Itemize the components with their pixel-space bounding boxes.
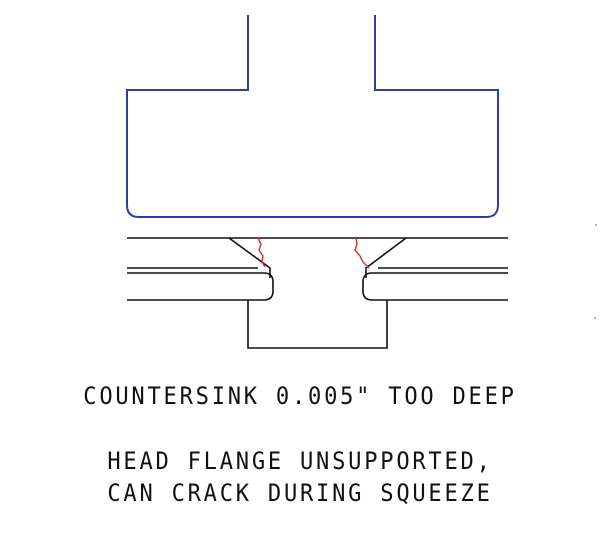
- bottom-sheet-right: [362, 272, 508, 301]
- crack-left: [257, 237, 266, 268]
- countersink-left-wall: [228, 237, 271, 278]
- diagram-note-line-2: CAN CRACK DURING SQUEEZE: [107, 479, 493, 507]
- diagram-title: COUNTERSINK 0.005" TOO DEEP: [83, 382, 517, 410]
- scan-speck: [595, 224, 597, 226]
- crack-right: [354, 237, 370, 269]
- top-sheet: [127, 237, 508, 269]
- rivet-head: [228, 237, 407, 278]
- rivet-set-outline: [126, 15, 499, 218]
- scan-speck: [594, 317, 596, 319]
- rivet-shank: [247, 300, 388, 349]
- bottom-sheet: [127, 272, 508, 301]
- diagram-note-line-1: HEAD FLANGE UNSUPPORTED,: [107, 447, 493, 475]
- countersink-right-wall: [365, 237, 407, 278]
- bottom-sheet-left: [127, 272, 274, 301]
